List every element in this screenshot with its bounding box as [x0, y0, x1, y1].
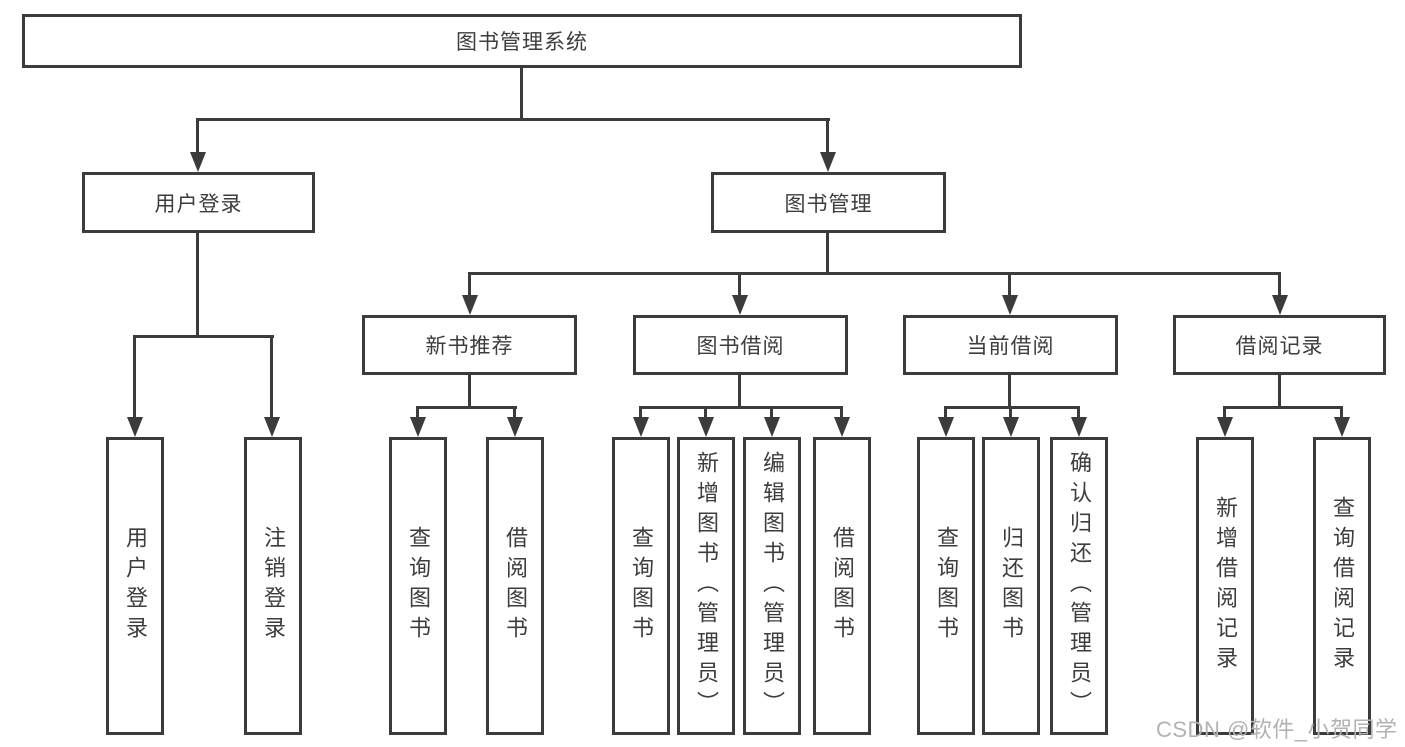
connector-user-login-stem [196, 233, 199, 335]
connector-drop [704, 406, 707, 418]
connector-borrow-record-stem [1278, 375, 1281, 409]
leaf-confirm-return: 确认归还（管理员） [1050, 437, 1108, 735]
leaf-query-book-borrow-label: 查询图书 [629, 526, 654, 646]
arrow-down-icon [764, 417, 780, 437]
node-new-book-rec-label: 新书推荐 [425, 335, 514, 358]
node-root-label: 图书管理系统 [456, 31, 588, 54]
leaf-confirm-return-label: 确认归还（管理员） [1067, 451, 1092, 721]
node-book-mgmt-label: 图书管理 [784, 192, 873, 216]
leaf-logout-label: 注销登录 [261, 526, 286, 646]
connector-new-book-rec-crossbar [416, 406, 517, 409]
node-borrow-record: 借阅记录 [1173, 315, 1386, 375]
leaf-user-login-label: 用户登录 [123, 526, 148, 646]
leaf-add-book: 新增图书（管理员） [677, 437, 735, 735]
leaf-borrow-book-rec: 借阅图书 [486, 437, 544, 735]
connector-borrow-record-crossbar [1223, 406, 1343, 409]
connector-drop-leaf-user-login [133, 335, 136, 417]
connector-drop [416, 406, 419, 418]
arrow-down-icon [1334, 417, 1350, 437]
connector-current-borrow-crossbar [944, 406, 1080, 409]
connector-drop-book-mgmt [826, 118, 829, 154]
connector-book-borrow-crossbar [639, 406, 843, 409]
connector-drop [639, 406, 642, 418]
connector-new-book-rec-stem [468, 375, 471, 409]
connector-drop-leaf-logout [270, 335, 273, 417]
arrow-down-icon [834, 417, 850, 437]
connector-drop [770, 406, 773, 418]
leaf-add-borrow-record: 新增借阅记录 [1196, 437, 1254, 735]
leaf-add-book-label: 新增图书（管理员） [694, 451, 719, 721]
connector-drop [1223, 406, 1226, 418]
arrow-down-icon [127, 417, 143, 437]
leaf-query-book-rec-label: 查询图书 [406, 526, 431, 646]
leaf-edit-book: 编辑图书（管理员） [743, 437, 801, 735]
arrow-down-icon [410, 417, 426, 437]
node-new-book-rec: 新书推荐 [362, 315, 577, 375]
leaf-return-book-label: 归还图书 [999, 526, 1024, 646]
leaf-user-login: 用户登录 [106, 437, 164, 735]
connector-drop-borrow-record [1278, 272, 1281, 296]
node-root: 图书管理系统 [22, 14, 1022, 68]
leaf-logout: 注销登录 [244, 437, 302, 735]
connector-drop [513, 406, 516, 418]
node-current-borrow: 当前借阅 [903, 315, 1118, 375]
arrow-down-icon [698, 417, 714, 437]
leaf-query-borrow-record-label: 查询借阅记录 [1330, 496, 1355, 676]
connector-drop [1009, 406, 1012, 418]
leaf-add-borrow-record-label: 新增借阅记录 [1213, 496, 1238, 676]
arrow-down-icon [732, 295, 748, 315]
node-borrow-record-label: 借阅记录 [1235, 335, 1324, 358]
arrow-down-icon [507, 417, 523, 437]
arrow-down-icon [820, 152, 836, 172]
arrow-down-icon [264, 417, 280, 437]
connector-root-crossbar [196, 118, 830, 121]
connector-book-borrow-stem [738, 375, 741, 409]
leaf-query-book-current: 查询图书 [917, 437, 975, 735]
arrow-down-icon [938, 417, 954, 437]
leaf-edit-book-label: 编辑图书（管理员） [760, 451, 785, 721]
connector-root-stem [520, 68, 523, 118]
leaf-borrow-book-borrow: 借阅图书 [813, 437, 871, 735]
node-user-login-label: 用户登录 [154, 192, 243, 216]
node-user-login: 用户登录 [82, 172, 315, 233]
connector-drop [840, 406, 843, 418]
connector-drop-current-borrow [1008, 272, 1011, 296]
node-book-borrow: 图书借阅 [633, 315, 848, 375]
connector-book-mgmt-crossbar [468, 272, 1281, 275]
leaf-query-borrow-record: 查询借阅记录 [1313, 437, 1371, 735]
leaf-query-book-current-label: 查询图书 [934, 526, 959, 646]
arrow-down-icon [1217, 417, 1233, 437]
arrow-down-icon [1002, 295, 1018, 315]
node-current-borrow-label: 当前借阅 [966, 335, 1055, 358]
connector-drop-user-login [196, 118, 199, 154]
arrow-down-icon [462, 295, 478, 315]
watermark: CSDN @软件_小贺同学 [1156, 717, 1398, 742]
arrow-down-icon [1071, 417, 1087, 437]
arrow-down-icon [190, 152, 206, 172]
leaf-return-book: 归还图书 [982, 437, 1040, 735]
arrow-down-icon [1003, 417, 1019, 437]
connector-drop [1077, 406, 1080, 418]
node-book-borrow-label: 图书借阅 [696, 335, 785, 358]
connector-drop [1340, 406, 1343, 418]
leaf-query-book-rec: 查询图书 [389, 437, 447, 735]
leaf-borrow-book-rec-label: 借阅图书 [503, 526, 528, 646]
leaf-query-book-borrow: 查询图书 [612, 437, 670, 735]
connector-book-mgmt-stem [826, 233, 829, 274]
arrow-down-icon [1272, 295, 1288, 315]
node-book-mgmt: 图书管理 [711, 172, 946, 233]
connector-user-login-crossbar [133, 335, 274, 338]
leaf-borrow-book-borrow-label: 借阅图书 [830, 526, 855, 646]
connector-current-borrow-stem [1008, 375, 1011, 409]
connector-drop-new-book-rec [468, 272, 471, 296]
arrow-down-icon [633, 417, 649, 437]
connector-drop [944, 406, 947, 418]
connector-drop-book-borrow [738, 272, 741, 296]
